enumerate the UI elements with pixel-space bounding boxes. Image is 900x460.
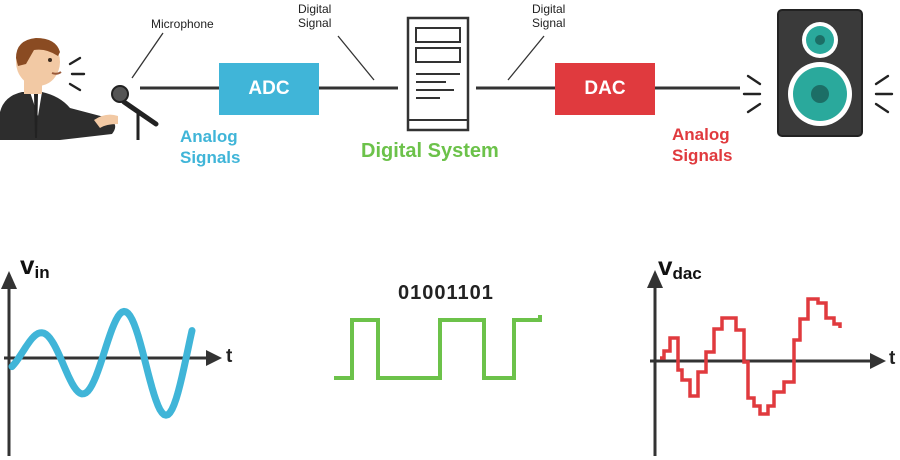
digital-square-waveform	[334, 315, 542, 380]
digital-signal-right-line2: Signal	[532, 16, 566, 30]
vdac-symbol: v	[658, 251, 673, 281]
analog-right-line2: Signals	[672, 146, 733, 165]
analog-right-line1: Analog	[672, 125, 730, 144]
analog-signals-label-right: Analog Signals	[672, 124, 732, 166]
digital-graph	[334, 315, 542, 380]
speaker-icon	[777, 9, 863, 137]
dac-box: DAC	[555, 63, 655, 115]
microphone-icon	[111, 85, 159, 140]
vdac-graph	[647, 270, 886, 456]
digital-signal-label-left: Digital Signal	[298, 2, 331, 30]
vdac-staircase-waveform	[660, 297, 842, 416]
analog-left-line2: Signals	[180, 148, 241, 167]
analog-left-line1: Analog	[180, 127, 238, 146]
digital-signal-right-line1: Digital	[532, 2, 566, 16]
digital-signal-left-line1: Digital	[298, 2, 332, 16]
vdac-time-label: t	[889, 348, 896, 369]
microphone-label: Microphone	[151, 17, 214, 31]
computer-tower-icon	[406, 16, 470, 132]
vin-time-label: t	[226, 346, 233, 367]
person-speaking-icon	[0, 38, 118, 140]
vin-subscript: in	[34, 263, 50, 282]
vin-x-arrow	[206, 350, 222, 366]
vdac-subscript: dac	[672, 264, 702, 283]
vin-y-arrow	[1, 271, 17, 289]
digital-system-label: Digital System	[361, 140, 499, 162]
vdac-y-arrow	[647, 270, 663, 288]
vdac-axis-label: vdac	[658, 251, 702, 284]
analog-signals-label-left: Analog Signals	[180, 126, 240, 168]
vin-graph	[1, 271, 222, 456]
vdac-x-arrow	[870, 353, 886, 369]
vin-axis-label: vin	[20, 250, 50, 283]
callout-lines	[131, 32, 545, 81]
binary-value-label: 01001101	[398, 282, 494, 304]
adc-box: ADC	[219, 63, 319, 115]
vin-analog-waveform	[8, 307, 196, 419]
sound-lines-right-of-speaker	[874, 74, 894, 114]
sound-lines-left-of-speaker	[742, 74, 762, 114]
digital-signal-left-line2: Signal	[298, 16, 332, 30]
sound-lines-left	[68, 56, 86, 92]
digital-signal-label-right: Digital Signal	[532, 2, 565, 30]
vin-symbol: v	[20, 250, 35, 280]
